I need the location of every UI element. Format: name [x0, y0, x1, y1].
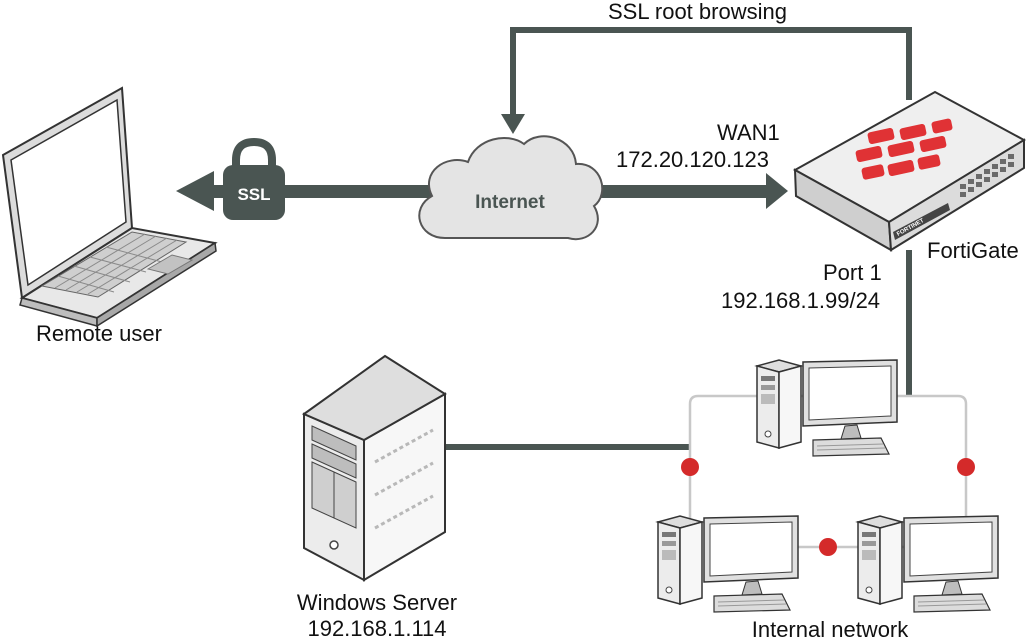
- wan-name-label: WAN1: [717, 120, 780, 145]
- server-ip-label: 192.168.1.114: [307, 616, 447, 641]
- internet-label: Internet: [475, 192, 545, 213]
- fortigate-icon: [792, 90, 1027, 252]
- workstation-icon: [754, 359, 898, 457]
- network-node: [819, 538, 837, 556]
- remote-user-label: Remote user: [36, 321, 162, 346]
- laptop-icon: [1, 86, 218, 328]
- ssl-badge-label: SSL: [237, 185, 270, 204]
- network-node: [957, 458, 975, 476]
- server-link: [442, 444, 691, 450]
- server-icon: [301, 354, 447, 582]
- internal-network-label: Internal network: [751, 617, 909, 642]
- cloud-icon: [418, 135, 604, 241]
- port-ip-label: 192.168.1.99/24: [721, 288, 881, 313]
- fortigate-label: FortiGate: [927, 238, 1019, 263]
- ssl-root-browsing-arrowhead: [501, 114, 525, 134]
- windows-server-label: Windows Server: [296, 590, 458, 615]
- network-node: [681, 458, 699, 476]
- wan-link: [590, 185, 768, 198]
- lock-icon: [223, 137, 285, 220]
- workstation-icon: [655, 515, 799, 613]
- wan-arrowhead: [766, 173, 788, 209]
- ssl-tunnel-arrowhead: [176, 171, 214, 211]
- ssl-root-browsing-link: [510, 27, 912, 116]
- port1-link: [906, 250, 912, 396]
- workstation-icon: [855, 515, 999, 613]
- ssl-root-browsing-label: SSL root browsing: [608, 0, 787, 24]
- port-name-label: Port 1: [823, 260, 882, 285]
- wan-ip-label: 172.20.120.123: [616, 147, 769, 172]
